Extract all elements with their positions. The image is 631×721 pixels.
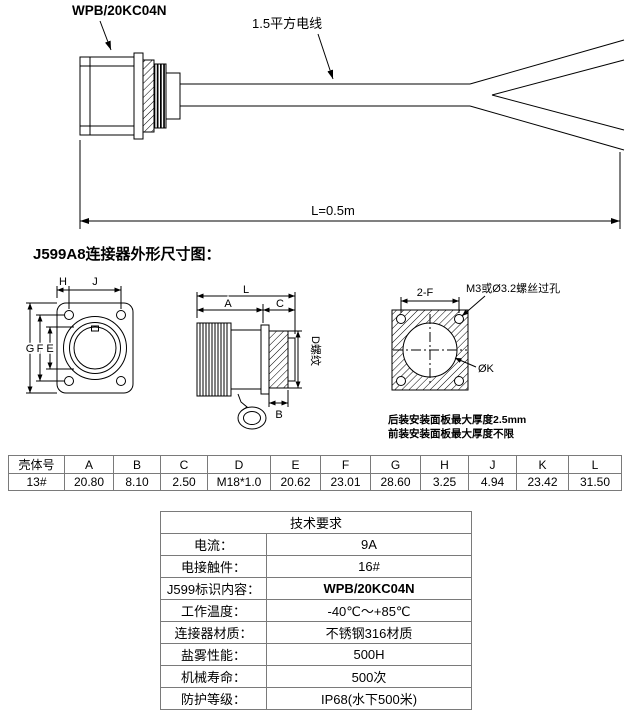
dim-header-cell: F — [320, 455, 371, 474]
dim-d-thread-label: D螺纹 — [309, 336, 323, 366]
dim-header-cell: D — [207, 455, 271, 474]
dim-header-cell: E — [270, 455, 321, 474]
dim-header-cell: C — [160, 455, 208, 474]
front-view: H J G F E — [24, 274, 134, 394]
dim-header-cell: 壳体号 — [8, 455, 65, 474]
cable-drawing — [180, 39, 625, 151]
dust-cap — [237, 393, 267, 430]
spec-label-cell: 电流： — [160, 533, 267, 556]
spec-row: 盐雾性能： 500H — [160, 643, 473, 666]
length-dimension: L=0.5m — [79, 140, 621, 229]
spec-row: 防护等级： IP68(水下500米) — [160, 687, 473, 710]
spec-label-cell: 盐雾性能： — [160, 643, 267, 666]
dim-e-label: E — [46, 343, 53, 355]
side-view: L A C D螺纹 B — [196, 282, 323, 430]
knurling — [199, 323, 228, 396]
dimension-table: 壳体号 A B C D E F G H J K L 13# 20.80 8.10… — [8, 455, 622, 491]
dim-value-cell: 28.60 — [370, 473, 421, 491]
cable-length-label: L=0.5m — [311, 203, 355, 218]
dim-header-cell: K — [516, 455, 569, 474]
hole-diameter-leader — [454, 357, 477, 368]
dim-value-row: 13# 20.80 8.10 2.50 M18*1.0 20.62 23.01 … — [8, 473, 622, 491]
dim-h-label: H — [59, 276, 67, 288]
spec-value-cell: 500次 — [265, 665, 473, 688]
dim-value-cell: M18*1.0 — [207, 473, 271, 491]
spec-label-cell: 防护等级： — [160, 687, 267, 710]
spec-table-title: 技术要求 — [159, 511, 473, 534]
dim-header-cell: B — [113, 455, 161, 474]
spec-row: 电流： 9A — [160, 533, 473, 556]
panel-cutout-view: 2-F M3或Ø3.2螺丝过孔 ØK 后装安装面板最大厚度2.5mm 前装安装面… — [388, 282, 560, 440]
dim-header-cell: A — [64, 455, 114, 474]
panel-note-front: 前装安装面板最大厚度不限 — [388, 427, 514, 440]
dim-f-label: F — [37, 343, 44, 355]
dim-header-row: 壳体号 A B C D E F G H J K L — [8, 455, 622, 474]
dim-value-cell: 13# — [8, 473, 65, 491]
spec-value-cell: 不锈钢316材质 — [265, 621, 473, 644]
spec-title-row: 技术要求 — [159, 511, 473, 534]
dim-value-cell: 23.42 — [516, 473, 569, 491]
dim-header-cell: H — [420, 455, 469, 474]
dim-header-cell: G — [370, 455, 421, 474]
spec-value-cell: 16# — [265, 555, 473, 578]
dim-value-cell: 3.25 — [420, 473, 469, 491]
dimension-views-drawing: H J G F E — [24, 274, 560, 440]
cable-assembly-drawing: WPB/20KC04N 1.5平方电线 L=0.5m — [72, 3, 625, 229]
dim-value-cell: 20.80 — [64, 473, 114, 491]
spec-label-cell: 机械寿命： — [160, 665, 267, 688]
spec-label-cell: 工作温度： — [160, 599, 267, 622]
dim-b-label: B — [275, 409, 282, 421]
spec-label-cell: J599标识内容： — [160, 577, 267, 600]
dim-value-cell: 31.50 — [568, 473, 622, 491]
dim-header-cell: J — [468, 455, 517, 474]
spec-row: 工作温度： -40℃～+85℃ — [160, 599, 473, 622]
dim-value-cell: 23.01 — [320, 473, 371, 491]
part-number-label: WPB/20KC04N — [72, 3, 167, 18]
dim-a-label: A — [224, 298, 232, 310]
hole-diameter-label: ØK — [478, 363, 495, 375]
technical-requirements-table: 技术要求 电流： 9A 电接触件： 16# J599标识内容： WPB/20KC… — [159, 511, 473, 710]
dim-j-label: J — [92, 276, 98, 288]
connector-plug-drawing — [79, 52, 181, 140]
spec-value-cell: 9A — [265, 533, 473, 556]
spec-value-cell: WPB/20KC04N — [265, 577, 473, 600]
dim-l-label: L — [243, 284, 249, 296]
panel-corner-holes-label: 2-F — [417, 287, 434, 299]
panel-note-rear: 后装安装面板最大厚度2.5mm — [388, 413, 526, 426]
dim-g-label: G — [26, 343, 35, 355]
dim-header-cell: L — [568, 455, 622, 474]
spec-row: 机械寿命： 500次 — [160, 665, 473, 688]
spec-value-cell: IP68(水下500米) — [265, 687, 473, 710]
screw-hole-note: M3或Ø3.2螺丝过孔 — [466, 282, 560, 295]
spec-label-cell: 电接触件： — [160, 555, 267, 578]
wire-spec-leader — [317, 33, 334, 80]
dim-value-cell: 2.50 — [160, 473, 208, 491]
dim-c-label: C — [276, 298, 284, 310]
spec-row: 电接触件： 16# — [160, 555, 473, 578]
dim-value-cell: 4.94 — [468, 473, 517, 491]
dim-value-cell: 8.10 — [113, 473, 161, 491]
section-heading: J599A8连接器外形尺寸图： — [33, 246, 221, 263]
part-number-leader — [99, 20, 112, 51]
wire-spec-label: 1.5平方电线 — [252, 16, 322, 31]
spec-label-cell: 连接器材质： — [160, 621, 267, 644]
screw-hole-leader — [461, 295, 486, 317]
spec-row: J599标识内容： WPB/20KC04N — [160, 577, 473, 600]
spec-value-cell: -40℃～+85℃ — [265, 599, 473, 622]
spec-row: 连接器材质： 不锈钢316材质 — [160, 621, 473, 644]
spec-value-cell: 500H — [265, 643, 473, 666]
dim-value-cell: 20.62 — [270, 473, 321, 491]
